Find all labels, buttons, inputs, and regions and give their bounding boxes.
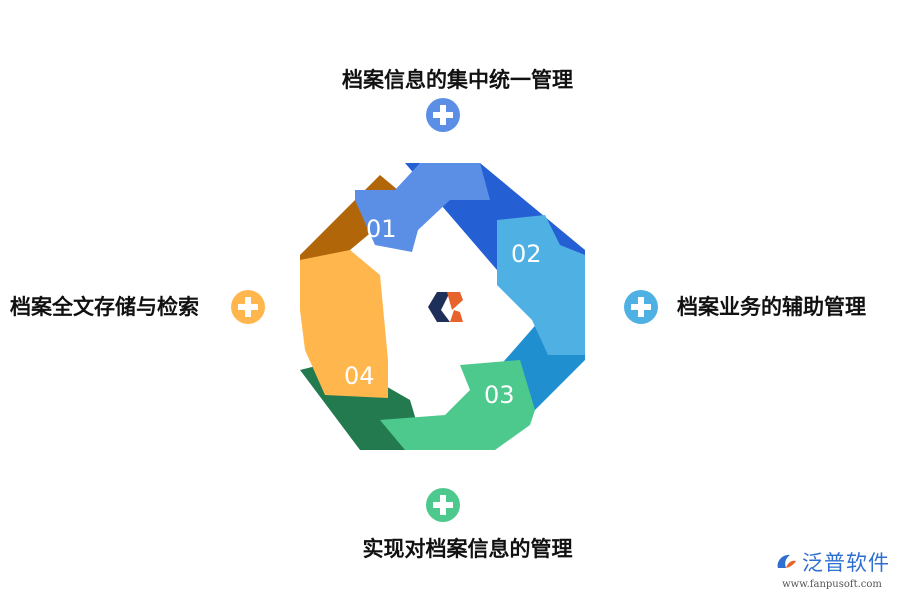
brand-logo-icon <box>777 554 796 568</box>
step-number-01: 01 <box>366 215 397 243</box>
label-right: 档案业务的辅助管理 <box>677 295 866 319</box>
step-number-02: 02 <box>511 240 542 268</box>
plus-icon-right <box>624 290 658 324</box>
step-number-04: 04 <box>344 362 375 390</box>
arrow-01 <box>355 163 490 252</box>
arrow-03 <box>380 360 535 450</box>
label-bottom: 实现对档案信息的管理 <box>362 537 573 561</box>
plus-icon-left <box>231 290 265 324</box>
arrow-02 <box>497 215 585 355</box>
center-logo-icon <box>428 292 463 322</box>
arrow-04 <box>300 250 388 398</box>
watermark: 泛普软件 www.fanpusoft.com <box>774 547 890 590</box>
plus-icon-top <box>426 98 460 132</box>
label-top: 档案信息的集中统一管理 <box>342 68 573 92</box>
watermark-url: www.fanpusoft.com <box>782 579 882 590</box>
plus-icon-bottom <box>426 488 460 522</box>
watermark-name: 泛普软件 <box>802 551 890 575</box>
step-number-03: 03 <box>484 381 515 409</box>
label-left: 档案全文存储与检索 <box>10 295 199 319</box>
